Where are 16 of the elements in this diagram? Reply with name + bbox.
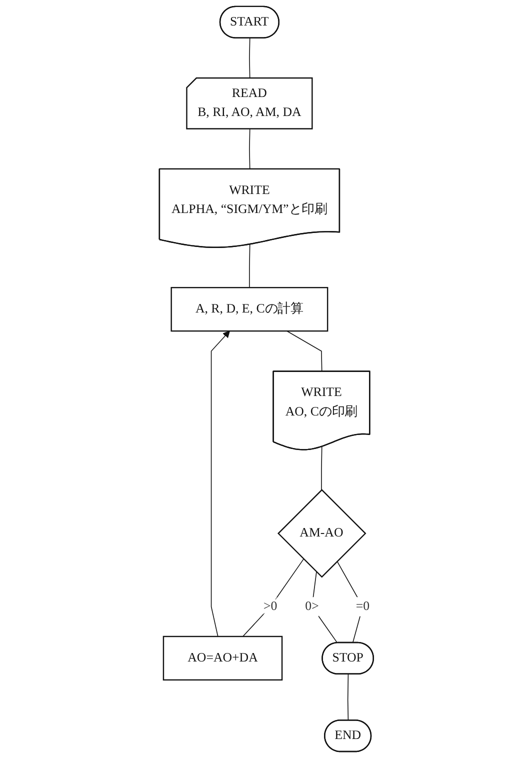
connector [286,330,322,372]
connector [347,674,348,721]
edge-label: =0 [355,599,370,614]
node-diamond: AM-AO [277,489,366,578]
connector [311,572,338,644]
arrow [210,330,230,637]
connector [248,128,250,170]
connector [336,560,363,644]
connector [248,244,250,288]
node-box: AO=AO+DA [162,636,282,681]
node-box: A, R, D, E, Cの計算 [170,287,328,332]
connector [248,38,250,79]
connector [242,558,304,637]
edge-label: 0> [304,599,318,614]
edge-label: >0 [263,599,277,614]
connector [320,446,322,490]
